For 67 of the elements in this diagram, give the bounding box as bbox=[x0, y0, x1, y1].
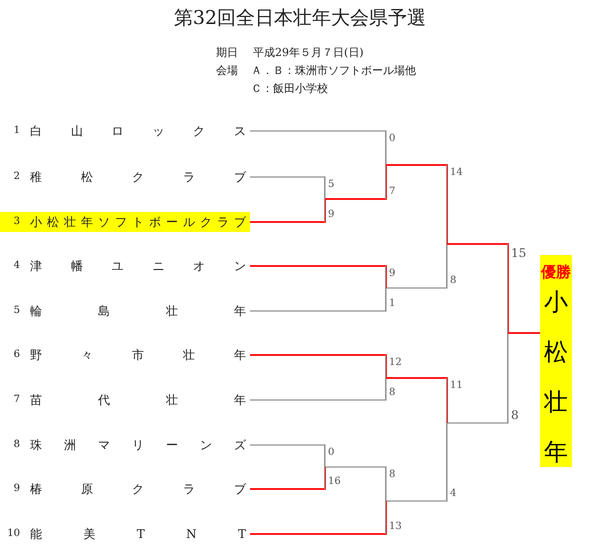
bracket-line bbox=[250, 501, 387, 535]
info-text: Ｃ：飯田小学校 bbox=[251, 83, 328, 94]
score-label: 9 bbox=[328, 210, 334, 220]
team-name: 能美TNT bbox=[30, 528, 246, 540]
bracket-line bbox=[325, 165, 387, 200]
team-name: 野々市壮年 bbox=[30, 349, 246, 361]
score-label: 0 bbox=[389, 134, 396, 144]
info-text: 会場 bbox=[216, 65, 238, 76]
score-label: 9 bbox=[389, 269, 396, 279]
score-label: 12 bbox=[389, 358, 402, 368]
score-label: 13 bbox=[389, 522, 402, 532]
bracket-line bbox=[250, 130, 387, 165]
score-label: 14 bbox=[450, 168, 463, 178]
highlighted-team-row bbox=[0, 212, 250, 232]
score-label: 0 bbox=[328, 448, 334, 458]
team-name: 椿原クラブ bbox=[30, 483, 246, 495]
bracket-line bbox=[447, 243, 509, 333]
champion-name: 小松壮年 bbox=[543, 287, 569, 468]
team-name: 小松壮年ソフトボールクラブ bbox=[30, 216, 246, 228]
title: 第32回全日本壮年大会県予選 bbox=[172, 9, 428, 28]
seed-number: 8 bbox=[14, 440, 20, 450]
score-label: 16 bbox=[328, 477, 341, 487]
bracket-line bbox=[250, 467, 326, 490]
seed-number: 1 bbox=[14, 126, 20, 136]
score-label: 5 bbox=[328, 180, 334, 190]
score-label: 1 bbox=[389, 299, 396, 309]
score-label: 7 bbox=[389, 187, 396, 197]
champion-box bbox=[540, 255, 572, 467]
seed-number: 6 bbox=[14, 350, 20, 360]
bracket-line bbox=[447, 333, 509, 424]
bracket-line bbox=[250, 288, 387, 312]
score-label: 4 bbox=[450, 489, 456, 499]
seed-number: 5 bbox=[14, 306, 20, 316]
team-name: 津幡ユニオン bbox=[30, 260, 246, 272]
team-name: 珠洲マリーンズ bbox=[30, 439, 246, 451]
bracket-line bbox=[250, 378, 387, 401]
seed-number: 2 bbox=[14, 172, 20, 182]
team-name: 白山ロックス bbox=[30, 125, 246, 137]
score-label: 8 bbox=[389, 470, 396, 480]
champion-heading: 優勝 bbox=[540, 265, 572, 280]
team-name: 輪島壮年 bbox=[30, 305, 246, 317]
seed-number: 10 bbox=[7, 529, 20, 539]
seed-number: 9 bbox=[14, 484, 20, 494]
team-name: 苗代壮年 bbox=[30, 394, 246, 406]
bracket-line bbox=[250, 444, 326, 467]
score-label: 11 bbox=[450, 381, 463, 391]
bracket-line bbox=[250, 265, 387, 288]
info-text: 期日 bbox=[216, 47, 238, 58]
bracket-line bbox=[386, 377, 448, 423]
score-label: 8 bbox=[450, 276, 456, 286]
bracket-line bbox=[325, 466, 387, 501]
info-text: Ａ．Ｂ：珠洲市ソフトボール場他 bbox=[251, 65, 416, 76]
bracket-line bbox=[386, 423, 448, 502]
score-label: 8 bbox=[389, 388, 396, 398]
bracket-line bbox=[386, 164, 448, 244]
team-name: 稚松クラブ bbox=[30, 171, 246, 183]
seed-number: 3 bbox=[14, 217, 20, 227]
score-label: 8 bbox=[511, 409, 519, 421]
bracket-line bbox=[386, 244, 448, 289]
bracket-line bbox=[250, 199, 326, 223]
seed-number: 7 bbox=[14, 395, 20, 405]
score-label: 15 bbox=[511, 247, 526, 259]
info-text: 平成29年５月７日(日) bbox=[253, 47, 364, 58]
bracket-line bbox=[250, 176, 326, 199]
seed-number: 4 bbox=[14, 261, 20, 271]
bracket-line bbox=[508, 332, 540, 334]
bracket-line bbox=[250, 354, 387, 378]
